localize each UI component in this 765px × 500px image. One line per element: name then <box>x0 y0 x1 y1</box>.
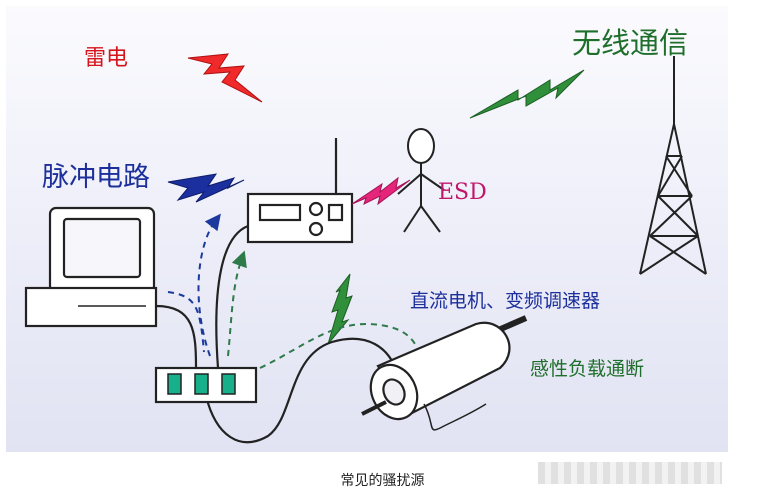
interference-paths <box>167 213 419 369</box>
watermark <box>538 462 722 484</box>
label-lightning: 雷电 <box>84 46 129 71</box>
computer-icon <box>24 206 158 328</box>
radio-device-icon <box>246 138 354 244</box>
label-inductive-load: 感性负载通断 <box>530 358 645 380</box>
power-strip-icon <box>154 366 258 404</box>
pulse-bolt-icon <box>167 173 245 203</box>
cable-bolt-icon <box>327 273 353 345</box>
figure-caption: 常见的骚扰源 <box>340 473 425 489</box>
label-esd: ESD <box>438 180 487 205</box>
label-motor: 直流电机、变频调速器 <box>410 290 601 312</box>
interference-diagram <box>24 53 707 444</box>
motor-icon <box>361 315 528 431</box>
cables <box>155 224 400 444</box>
label-pulse-circuit: 脉冲电路 <box>42 162 150 193</box>
person-icon <box>397 128 445 233</box>
lightning-bolt-icon <box>187 53 263 103</box>
esd-bolt-icon <box>351 176 411 206</box>
antenna-tower-icon <box>639 56 707 275</box>
wireless-bolt-icon <box>469 69 585 119</box>
label-wireless-communication: 无线通信 <box>572 26 689 60</box>
